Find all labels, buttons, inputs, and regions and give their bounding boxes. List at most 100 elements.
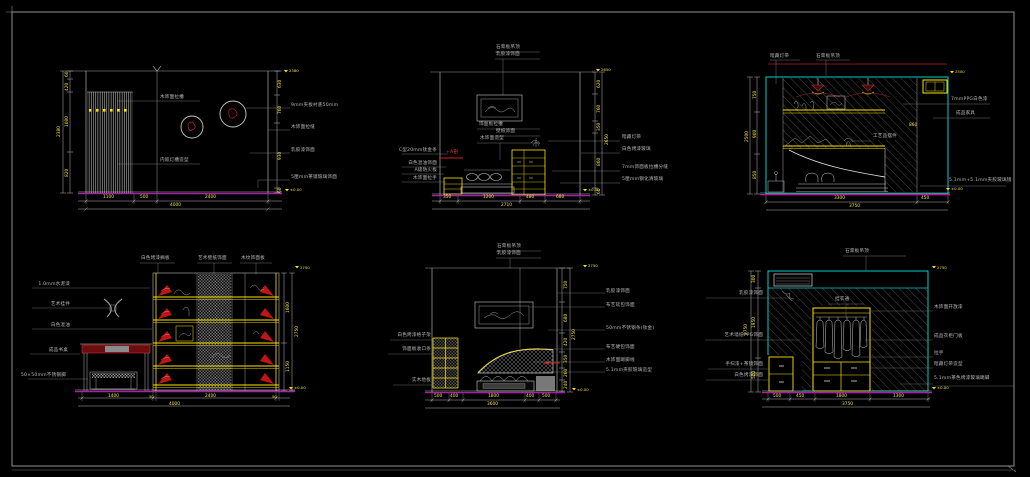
p2-dim-right-1: 760 bbox=[597, 104, 602, 113]
p4-dim-right-0: 1600 bbox=[286, 302, 291, 313]
p6-left-label-3: 白色烤漆饰面 bbox=[734, 373, 763, 378]
p1-dim-bottom-1: 500 bbox=[140, 195, 149, 200]
p4-floor-line bbox=[75, 389, 295, 393]
p5-dim-bottom-2: 1800 bbox=[488, 394, 499, 399]
p5-dim-right-2: 420 bbox=[564, 337, 569, 346]
p6-top-label: 石膏板吊顶 bbox=[845, 249, 869, 254]
p2-floor-line bbox=[432, 193, 590, 197]
p4-dim-lines bbox=[78, 272, 295, 407]
p3-dim-left-0: 750 bbox=[753, 90, 758, 99]
p5-right-label-5: 5.1mm夹胶玻璃造型 bbox=[606, 368, 653, 373]
p6-wardrobe bbox=[812, 307, 871, 392]
p5-dim-lines bbox=[425, 267, 573, 409]
p5-dim-right-1: 680 bbox=[564, 313, 569, 322]
p5-right-label-2: 50mm不锈钢条(钛金) bbox=[606, 326, 655, 331]
p2-cabinet bbox=[511, 149, 546, 196]
p5-left-label-2: 实木地板 bbox=[411, 378, 431, 383]
p1-dim-bottom-2: 2400 bbox=[205, 195, 216, 200]
p6-right-label-2: 拉手 bbox=[934, 351, 944, 356]
p4-left-label-4: 50×50mm不锈钢脚 bbox=[20, 373, 66, 378]
p1-right-label-2: 乳胶漆饰面 bbox=[291, 148, 315, 153]
p2-top-label-1: 乳胶漆饰面 bbox=[496, 52, 520, 57]
p2-section-label: +A剖 bbox=[446, 150, 459, 155]
p5-dim-bottom-total: 3600 bbox=[487, 402, 498, 407]
p3-bed bbox=[796, 172, 888, 192]
p6-dim-left-0: 300 bbox=[752, 274, 757, 283]
p1-inner-label-0: 木饰面拉槽 bbox=[160, 95, 184, 100]
p3-ceiling-mark: 2500 bbox=[955, 69, 965, 74]
p2-mid-label-0: 饰面板拉槽 bbox=[479, 122, 503, 127]
p2-right-label-2: 7mm饰面板拉槽分缝 bbox=[622, 165, 669, 170]
p2-nightstand bbox=[443, 177, 463, 195]
p6-right-label-0: 木饰面开放漆 bbox=[934, 305, 963, 310]
p3-pendant-lamps bbox=[795, 78, 891, 98]
p6-inner-label: 挂衣通 bbox=[835, 297, 850, 302]
p1-ceiling-mark: 2380 bbox=[289, 68, 299, 73]
p1-dim-right-3: 60 bbox=[278, 187, 283, 193]
p5-top-label-0: 石膏板吊顶 bbox=[497, 244, 521, 249]
p6-dim-bottom-0: 500 bbox=[773, 394, 782, 399]
p3-dim-left-total: 2500 bbox=[745, 131, 750, 142]
p3-floor-line bbox=[760, 192, 950, 196]
p4-dim-bottom-1: 50 bbox=[149, 394, 154, 399]
p6-left-label-0: 乳胶漆饰面 bbox=[739, 291, 763, 296]
p1-level-mark: ±0.00 bbox=[290, 187, 302, 192]
p3-shelf-upper bbox=[783, 95, 885, 114]
p2-dim-bottom-0: 350 bbox=[443, 195, 452, 200]
p3-dim-bottom-1: 450 bbox=[921, 196, 930, 201]
p2-level-mark: ±0.00 bbox=[588, 187, 600, 192]
p3-dim-bottom-0: 3300 bbox=[834, 196, 845, 201]
p6-dim-left-total: 2750 bbox=[744, 324, 749, 335]
p5-dim-bottom-1: 400 bbox=[450, 394, 459, 399]
p4-wall-art bbox=[103, 298, 123, 318]
p3-dim-left-1: 900 bbox=[753, 129, 758, 138]
p2-dim-lines bbox=[432, 71, 605, 210]
p5-right-label-0: 乳胶漆饰面 bbox=[606, 289, 630, 294]
elevation-5 bbox=[388, 250, 605, 409]
p5-top-label-1: 乳胶漆饰面 bbox=[497, 251, 521, 256]
p5-level-mark: ±0.00 bbox=[577, 387, 589, 392]
p3-shelf-lower bbox=[783, 135, 885, 149]
p4-dim-bottom-total: 4000 bbox=[169, 402, 180, 407]
p2-right-label-1: 白色烤漆玻璃 bbox=[622, 147, 651, 152]
p2-mid-leaders bbox=[477, 128, 540, 160]
p4-red-ornaments-right bbox=[260, 285, 274, 384]
p4-level-mark: ±0.00 bbox=[294, 385, 306, 390]
p1-right-label-1: 木饰面拉缝 bbox=[291, 125, 315, 130]
p1-dim-left-0: 60 bbox=[65, 71, 70, 77]
p6-dim-left-2: 500 bbox=[752, 370, 757, 379]
p1-dim-bottom-0: 1100 bbox=[103, 195, 114, 200]
p5-right-label-4: 木饰面踢脚线 bbox=[606, 358, 635, 363]
p6-right-label-3: 暗藏灯带造型 bbox=[934, 362, 963, 367]
p6-level-mark: ±0.00 bbox=[937, 385, 949, 390]
p3-level-mark: ±0.00 bbox=[951, 186, 963, 191]
p1-dim-left-1: 420 bbox=[65, 82, 70, 91]
p5-side-leaders bbox=[388, 292, 605, 386]
p5-dim-right-0: 750 bbox=[564, 280, 569, 289]
p6-ac-unit bbox=[773, 273, 813, 287]
p1-dim-right-2: 930 bbox=[278, 151, 283, 160]
p1-dim-left-total: 2380 bbox=[57, 126, 62, 137]
p5-bed bbox=[476, 348, 560, 392]
p1-leader-lines bbox=[118, 100, 290, 188]
p2-mid-label-1: 壁纸饰面 bbox=[496, 129, 516, 134]
p1-dim-left-2: 1080 bbox=[65, 116, 70, 127]
p4-ceiling-mark: 2750 bbox=[300, 265, 310, 270]
elevation-2 bbox=[402, 51, 620, 210]
p3-dim-left-2: 850 bbox=[753, 170, 758, 179]
datum-mark bbox=[152, 65, 162, 72]
p3-right-label-0: 7mmPPG白色漆 bbox=[951, 97, 988, 102]
p5-left-label-1: 饰面板收口条 bbox=[402, 347, 431, 352]
p4-desk bbox=[80, 343, 152, 391]
p3-top-label-1: 石膏板吊顶 bbox=[816, 54, 840, 59]
p4-dim-right-1: 1150 bbox=[286, 361, 291, 372]
p2-left-label-1: 白色混油饰面 bbox=[408, 161, 437, 166]
p2-dim-right-0: 620 bbox=[597, 79, 602, 88]
p2-left-label-3: 木饰面拉手 bbox=[413, 176, 437, 181]
p3-side-table bbox=[767, 171, 785, 193]
p2-dim-right-2: 350 bbox=[597, 122, 602, 131]
p4-dim-bottom-2: 2400 bbox=[205, 394, 216, 399]
p5-ceiling-mark: 2750 bbox=[588, 263, 598, 268]
p3-dim-bottom-total: 3750 bbox=[849, 204, 860, 209]
